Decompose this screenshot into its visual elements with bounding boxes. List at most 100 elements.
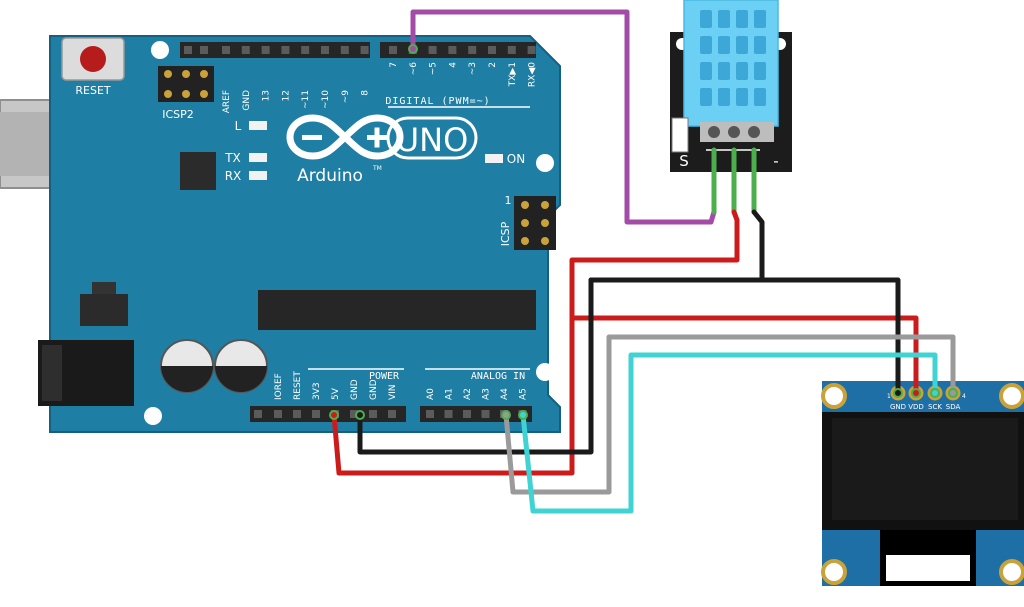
dht-grille-slot — [700, 36, 712, 54]
dht-grille-slot — [718, 10, 730, 28]
microcontroller-chip — [258, 290, 536, 330]
wire-endpoint — [329, 410, 339, 420]
led-tx-label: TX — [224, 151, 241, 165]
analog-pin-hole — [481, 410, 490, 418]
power-pin-hole — [388, 410, 396, 418]
analog-pin-label: A4 — [500, 388, 510, 400]
dht-grille-slot — [700, 88, 712, 106]
wire-endpoint — [930, 388, 940, 398]
wire-endpoint — [893, 388, 903, 398]
dht-pin-vcc — [728, 126, 740, 138]
arduino-brand-text: Arduino — [297, 166, 363, 186]
arduino-uno-board: RESET ICSP2 1 ICSP L TX RX ON — [0, 35, 561, 433]
digital-pin-label: 8 — [361, 90, 371, 96]
analog-pin-label: A5 — [519, 388, 529, 400]
voltage-regulator-tab — [92, 282, 116, 296]
digital-pin-hole — [507, 46, 516, 54]
wire-scl — [520, 352, 938, 514]
dht-grille-slot — [718, 36, 730, 54]
mounting-hole — [821, 559, 847, 585]
analog-pin-hole — [444, 410, 453, 418]
icsp-label: ICSP — [499, 221, 512, 246]
digital-pin-hole — [340, 46, 349, 54]
capacitor — [160, 339, 214, 393]
power-pin-hole — [254, 410, 262, 418]
power-pin-label: VIN — [388, 384, 398, 400]
digital-pin-hole — [261, 46, 270, 54]
power-pin-hole — [350, 410, 358, 418]
led-on — [485, 154, 503, 163]
dht-grille-slot — [754, 36, 766, 54]
dht-grille-slot — [754, 88, 766, 106]
power-header-strip — [250, 406, 406, 422]
dht-grille-slot — [718, 62, 730, 80]
analog-pin-label: A2 — [463, 388, 473, 400]
power-header-label: POWER — [369, 371, 400, 382]
dht-grille-slot — [700, 10, 712, 28]
dht-grille-slot — [754, 62, 766, 80]
mounting-hole — [144, 407, 162, 425]
power-pin-label: RESET — [293, 371, 303, 400]
digital-header-strip-right — [380, 42, 536, 58]
dht-grille-slot — [718, 88, 730, 106]
reset-button[interactable] — [61, 37, 125, 81]
digital-pin-label: ~3 — [468, 62, 478, 75]
voltage-regulator — [80, 294, 128, 326]
digital-pin-hole — [200, 46, 208, 54]
power-pin-hole — [274, 410, 282, 418]
digital-pin-hole — [527, 46, 536, 54]
dht-grille-slot — [754, 10, 766, 28]
oled-pin-label: VDD — [908, 403, 924, 411]
wire-endpoint — [911, 388, 921, 398]
dht-grille-slot — [736, 36, 748, 54]
digital-header-label: DIGITAL (PWM=~) — [385, 96, 490, 107]
power-pin-hole — [369, 410, 377, 418]
led-tx — [249, 153, 267, 162]
mounting-hole — [999, 383, 1024, 409]
digital-pin-label: 2 — [488, 62, 498, 68]
analog-pin-label: A0 — [426, 388, 436, 400]
digital-pin-label: ~10 — [321, 90, 331, 109]
wire-endpoint — [408, 44, 418, 54]
mounting-hole — [536, 154, 554, 172]
oled-pin-label: GND — [890, 403, 906, 411]
digital-pin-label: 12 — [281, 90, 291, 101]
oled-ribbon-label-area — [886, 555, 970, 581]
digital-pin-label: AREF — [222, 90, 232, 113]
oled-screen — [832, 418, 1018, 520]
led-on-label: ON — [507, 152, 525, 166]
analog-header-strip — [420, 406, 532, 422]
led-rx-label: RX — [225, 169, 242, 183]
oled-pin-number-first: 1 — [887, 393, 891, 400]
digital-pin-hole — [488, 46, 496, 54]
digital-pin-hole — [360, 46, 369, 54]
capacitor — [214, 339, 268, 393]
digital-pin-hole — [281, 46, 290, 54]
digital-pin-hole — [428, 46, 437, 54]
arduino-logo — [286, 114, 404, 160]
dht-grille-slot — [736, 10, 748, 28]
wire-5v-power — [331, 209, 740, 476]
led-l-label: L — [235, 119, 242, 133]
digital-pin-hole — [448, 46, 457, 54]
uno-logo-frame — [386, 116, 478, 160]
digital-pin-hole — [241, 46, 250, 54]
analog-pin-label: A3 — [482, 388, 492, 400]
dht-grille-slot — [700, 62, 712, 80]
wire-dht-signal — [410, 9, 717, 225]
wire-endpoint — [355, 410, 365, 420]
dc-power-jack-front — [42, 345, 62, 401]
digital-pin-label: ~9 — [341, 90, 351, 104]
digital-pin-hole — [184, 46, 192, 54]
power-pin-label: 3V3 — [312, 382, 322, 400]
analog-pin-label: A1 — [445, 388, 455, 400]
analog-pin-hole — [463, 410, 471, 418]
digital-pin-hole — [301, 46, 310, 54]
reset-label: RESET — [75, 84, 111, 97]
dht11-sensor-module: S - — [670, 0, 792, 172]
digital-pin-hole — [222, 46, 230, 54]
digital-pin-label: ~5 — [429, 62, 439, 75]
